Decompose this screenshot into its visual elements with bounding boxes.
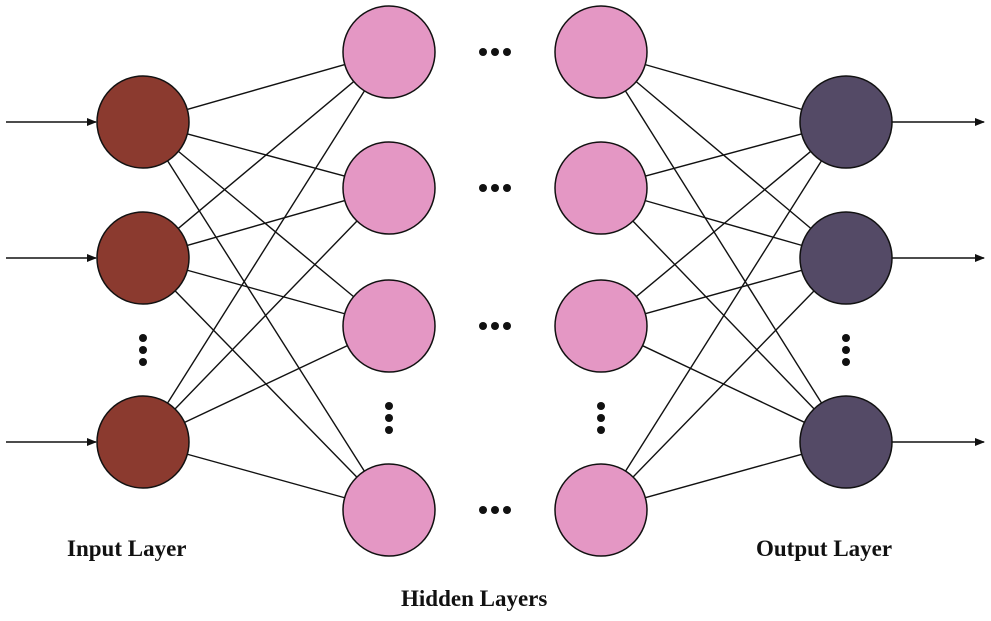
hidden-node: [554, 141, 648, 235]
connection-line: [645, 453, 802, 499]
ellipsis-dot: [479, 506, 487, 514]
hidden-node: [342, 141, 436, 235]
ellipsis-dot: [842, 334, 850, 342]
ellipsis-dot: [842, 346, 850, 354]
ellipsis-dot: [491, 506, 499, 514]
connection-line: [635, 150, 812, 298]
hidden-node: [342, 463, 436, 557]
ellipsis-dot: [385, 402, 393, 410]
connection-line: [645, 63, 802, 111]
hidden-node: [554, 279, 648, 373]
connection-line: [645, 269, 802, 315]
connection-line: [177, 80, 355, 230]
ellipsis-dot: [385, 426, 393, 434]
connections: [166, 63, 823, 499]
connection-line: [632, 290, 815, 478]
nodes: [96, 5, 893, 557]
ellipsis-dot: [503, 322, 511, 330]
connection-line: [187, 199, 345, 247]
input-node: [96, 211, 190, 305]
ellipsis-dot: [491, 48, 499, 56]
ellipsis-dot: [503, 506, 511, 514]
ellipsis-dot: [479, 322, 487, 330]
hidden-layers-label: Hidden Layers: [401, 586, 548, 611]
ellipsis-dot: [385, 414, 393, 422]
ellipsis-dot: [479, 184, 487, 192]
connection-line: [624, 160, 823, 472]
ellipsis-dot: [139, 346, 147, 354]
connection-line: [187, 453, 345, 499]
input-node: [96, 75, 190, 169]
io-arrows: [6, 118, 985, 446]
connection-line: [645, 199, 802, 247]
connection-line: [177, 150, 355, 298]
ellipsis-dot: [597, 426, 605, 434]
ellipsis-dot: [597, 414, 605, 422]
output-node: [799, 395, 893, 489]
ellipsis-dot: [842, 358, 850, 366]
output-node: [799, 75, 893, 169]
connection-line: [645, 133, 802, 177]
hidden-node: [554, 5, 648, 99]
connection-line: [624, 90, 823, 404]
ellipsis-dot: [503, 184, 511, 192]
input-layer-label: Input Layer: [67, 536, 187, 561]
connection-line: [187, 269, 345, 315]
connection-line: [166, 90, 366, 404]
connection-line: [184, 344, 348, 424]
ellipsis-dot: [503, 48, 511, 56]
connection-line: [174, 220, 358, 410]
input-node: [96, 395, 190, 489]
ellipsis-dot: [491, 184, 499, 192]
hidden-node: [554, 463, 648, 557]
output-node: [799, 211, 893, 305]
ellipsis-dot: [139, 334, 147, 342]
ellipsis-dot: [491, 322, 499, 330]
output-layer-label: Output Layer: [756, 536, 893, 561]
hidden-node: [342, 5, 436, 99]
ellipsis-dot: [139, 358, 147, 366]
ellipsis-dot: [597, 402, 605, 410]
connection-line: [187, 63, 345, 111]
hidden-node: [342, 279, 436, 373]
ellipsis-dot: [479, 48, 487, 56]
ellipsis-marks: [139, 48, 850, 514]
